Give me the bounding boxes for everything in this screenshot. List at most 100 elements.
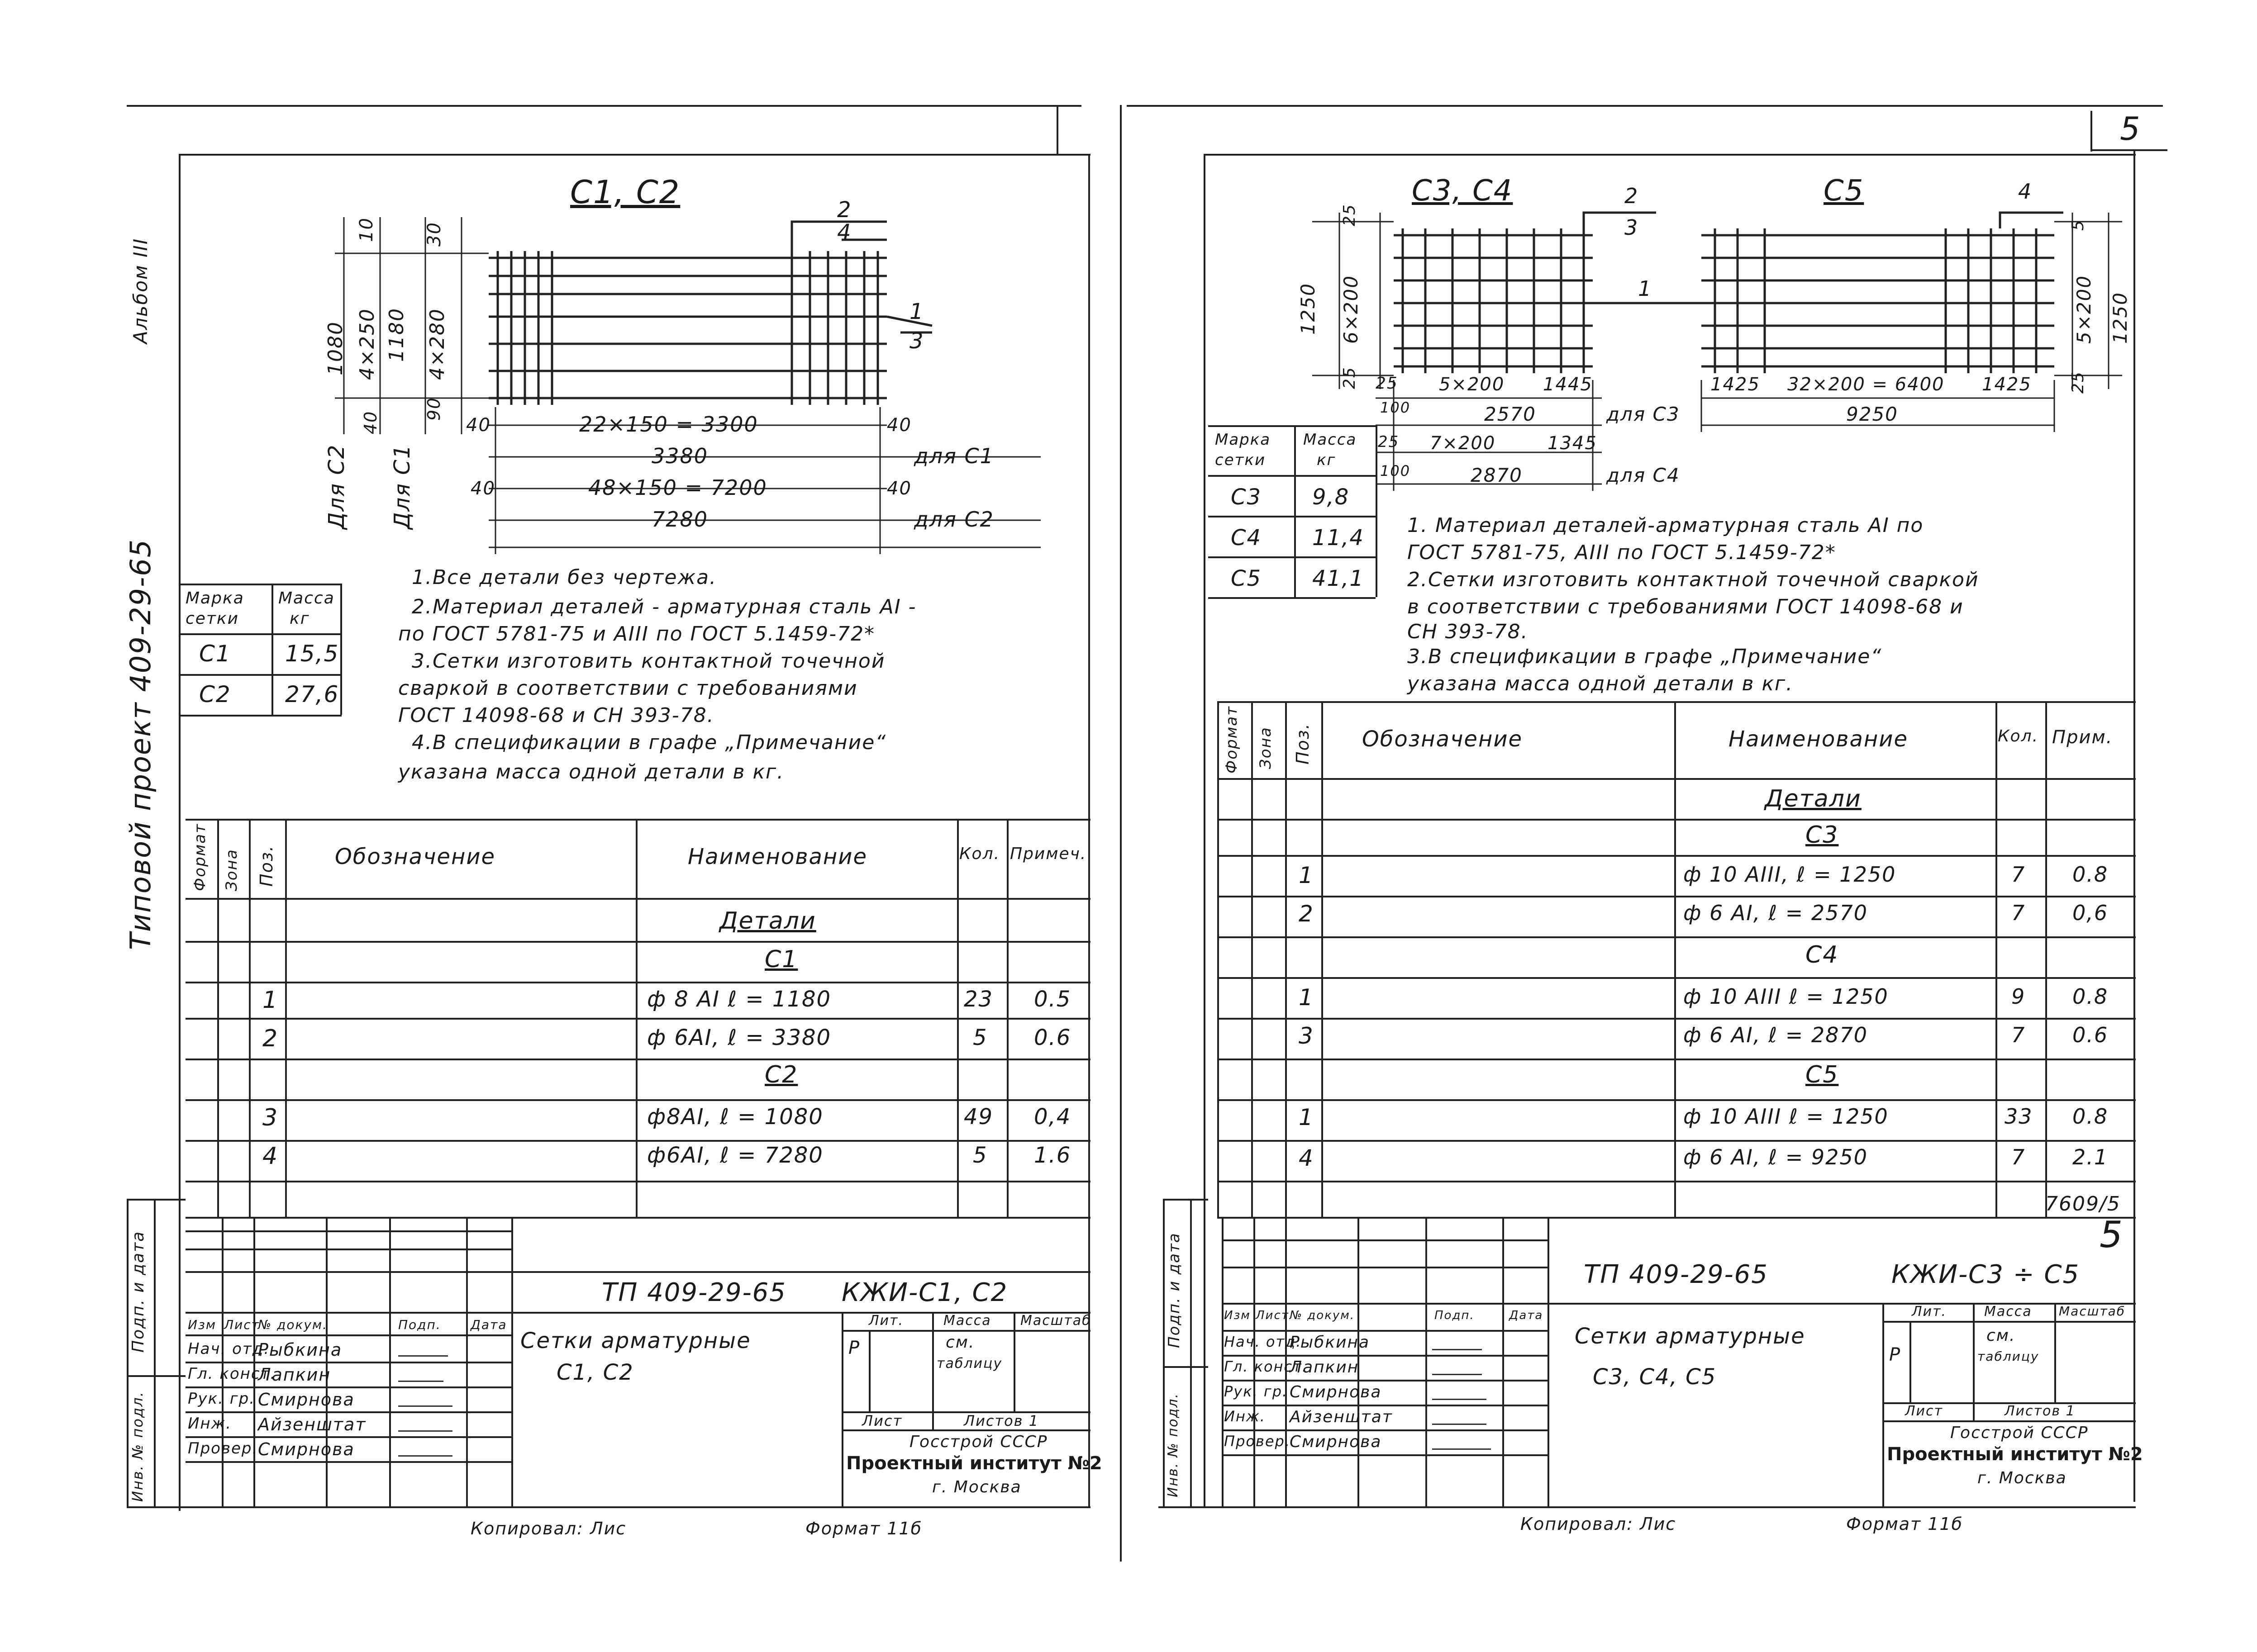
stamp-role: Рук. гр. [188,1390,256,1408]
spec-sub-c1: С1 [765,946,798,973]
stamp-line [1909,1321,1911,1402]
stamp-title-2: С1, С2 [557,1360,634,1385]
dim-4x250: 4×250 [356,308,379,380]
mass-table-h2: сетки [186,609,239,628]
dim-7280: 7280 [652,507,709,532]
side-inv: Инв. № подл. [129,1391,146,1502]
stamp-mass: Масса [1984,1304,2032,1320]
note-line: в соответствии с требованиями ГОСТ 14098… [1407,595,1964,618]
stamp-role: Инж. [188,1415,232,1433]
spec-name: ф 6 АI, ℓ = 2870 [1683,1023,1868,1047]
sheet-num-line [2090,149,2167,151]
spec-name: ф8АI, ℓ = 1080 [647,1104,824,1130]
stamp-line [186,1411,511,1413]
mass-row-mark: С3 [1231,484,1262,510]
sheet-num-line [2090,111,2092,152]
spec-line [186,1181,1090,1182]
spec-line [186,898,1090,900]
dim-1445: 1445 [1543,374,1593,395]
for-c2-label: для С2 [914,507,994,532]
side-stamp-line [1163,1199,1165,1506]
dim-100: 100 [1380,462,1411,479]
stamp-line [1425,1217,1427,1506]
stamp-line [186,1230,511,1232]
pos-1-label: 1 [909,299,924,324]
spec-line [1217,778,2136,780]
frame-bottom [127,1506,1090,1508]
stamp-line [932,1411,934,1429]
stamp-line [1014,1312,1015,1411]
spec-pos: 4 [1299,1145,1314,1171]
mass-table-line [179,674,342,676]
spec-h-name: Наименование [688,844,868,869]
spec-pos: 3 [1299,1023,1314,1049]
stamp-line [932,1312,934,1411]
stamp-line [1882,1303,1884,1506]
mass-table-line [1208,597,1376,599]
spec-note: 0.6 [2072,1023,2109,1047]
spec-pos: 1 [262,987,279,1014]
dim-25: 25 [1376,374,1398,393]
stamp-code: ТП 409-29-65 [602,1278,786,1307]
stamp-line [869,1330,871,1411]
spec-pos: 1 [1299,984,1314,1011]
stamp-mass-value: см. [1986,1326,2016,1345]
stamp-line [842,1429,1090,1431]
pos-2-label: 2 [837,197,852,223]
stamp-line [1222,1217,1224,1506]
dim-40c: 40 [471,478,495,499]
stamp-line [1357,1217,1359,1506]
mass-table-line [1208,475,1376,477]
stamp-col: Лист [224,1317,260,1332]
mass-row-mark: С5 [1231,566,1262,591]
dim-32x200: 32×200 = 6400 [1787,374,1945,395]
spec-line [1217,936,2136,938]
stamp-mass-value: таблицу [937,1356,1003,1372]
pos-1-label: 1 [1638,276,1652,301]
frame-right [1088,154,1090,1506]
album-label: Альбом III [129,237,152,344]
spec-line [957,819,959,1217]
frame-top [179,154,1090,156]
stamp-doc: КЖИ-С3 ÷ С5 [1891,1260,2080,1289]
stamp-line [1285,1217,1287,1506]
stamp-line [186,1334,511,1336]
dim-7x200: 7×200 [1430,433,1496,454]
stamp-line [1973,1402,1975,1420]
side-stamp-line [1190,1199,1192,1506]
stamp-mass-value: таблицу [1977,1349,2039,1364]
frame-left [179,154,181,1511]
spec-line [1217,1099,2136,1101]
spec-h-qty: Кол. [1998,727,2039,745]
stamp-line [1222,1429,1548,1431]
spec-qty: 33 [2005,1104,2033,1129]
stamp-org-3: г. Москва [932,1478,1022,1496]
spec-line [1217,1018,2136,1020]
dim-4x280: 4×280 [426,308,449,380]
frame-bottom [1158,1506,2136,1508]
mass-table-line [1294,425,1296,597]
stamp-line [222,1217,224,1506]
format-label: Формат 11б [1846,1514,1963,1534]
project-label: Типовой проект 409-29-65 [124,538,157,950]
side-stamp-line [127,1199,129,1506]
note-line: 1.Все детали без чертежа. [412,566,717,589]
side-stamp-line [1163,1199,1208,1201]
spec-h-note: Прим. [2052,727,2113,748]
spec-h-zone: Зона [223,849,241,891]
spec-line [1217,977,2136,979]
spec-line [1217,1181,2136,1182]
stamp-org-1: Госстрой СССР [1950,1424,2089,1442]
spec-qty: 23 [964,987,994,1012]
stamp-person: Смирнова [1290,1433,1382,1451]
side-stamp-line [154,1199,156,1506]
frame-left [1204,154,1205,1506]
pos-3-label: 3 [909,328,924,354]
stamp-line [842,1312,843,1506]
dim-1345: 1345 [1548,433,1597,454]
spec-h-pos: Поз. [257,845,276,887]
copied-by: Копировал: Лис [1520,1514,1676,1534]
note-line: сваркой в соответствии с требованиями [398,677,858,700]
stamp-line [1973,1303,1975,1402]
spec-note: 0.5 [1034,987,1071,1012]
